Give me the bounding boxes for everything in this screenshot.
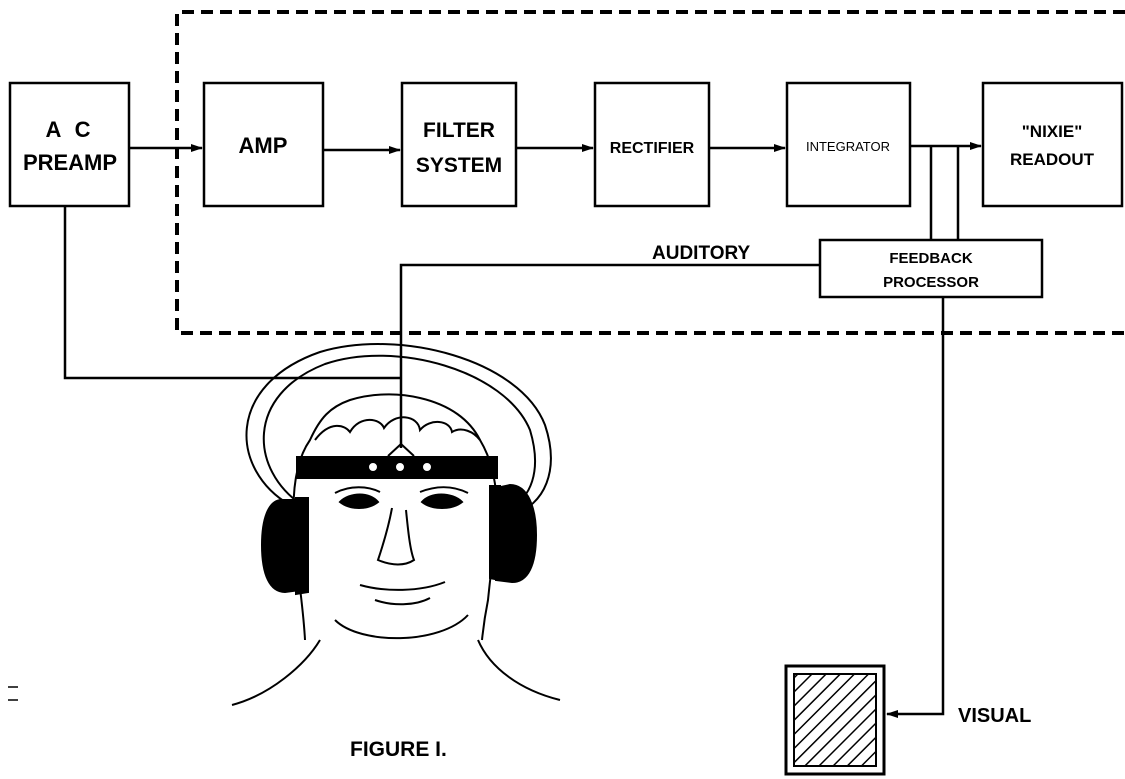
- hatched-display-icon: [786, 666, 884, 774]
- visual-feedback-line: [887, 297, 943, 714]
- amp-block: AMP: [204, 83, 323, 206]
- nixie-readout-block: "NIXIE" READOUT: [983, 83, 1122, 206]
- head-with-headphones-icon: [232, 344, 560, 705]
- figure-caption: FIGURE I.: [350, 738, 447, 761]
- auditory-label: AUDITORY: [652, 243, 751, 264]
- ac-preamp-label-line2: PREAMP: [23, 150, 117, 175]
- electrode-lead-line: [65, 206, 401, 378]
- integrator-label: INTEGRATOR: [806, 139, 890, 154]
- rectifier-block: RECTIFIER: [595, 83, 709, 206]
- amp-label: AMP: [239, 133, 288, 158]
- filter-label-line2: SYSTEM: [416, 154, 502, 177]
- feedback-label-line2: PROCESSOR: [883, 274, 979, 291]
- feedback-processor-block: FEEDBACK PROCESSOR: [820, 240, 1042, 297]
- ac-preamp-label-line1: A C: [45, 117, 94, 142]
- filter-system-block: FILTER SYSTEM: [402, 83, 516, 206]
- signal-chain-arrows: [129, 146, 981, 240]
- rectifier-label: RECTIFIER: [610, 140, 695, 157]
- nixie-label-line2: READOUT: [1010, 150, 1095, 169]
- visual-label: VISUAL: [958, 705, 1031, 727]
- integrator-block: INTEGRATOR: [787, 83, 910, 206]
- ac-preamp-block: A C PREAMP: [10, 83, 129, 206]
- feedback-label-line1: FEEDBACK: [889, 250, 973, 267]
- auditory-feedback-line: [401, 265, 820, 448]
- filter-label-line1: FILTER: [423, 119, 495, 142]
- nixie-label-line1: "NIXIE": [1022, 122, 1083, 141]
